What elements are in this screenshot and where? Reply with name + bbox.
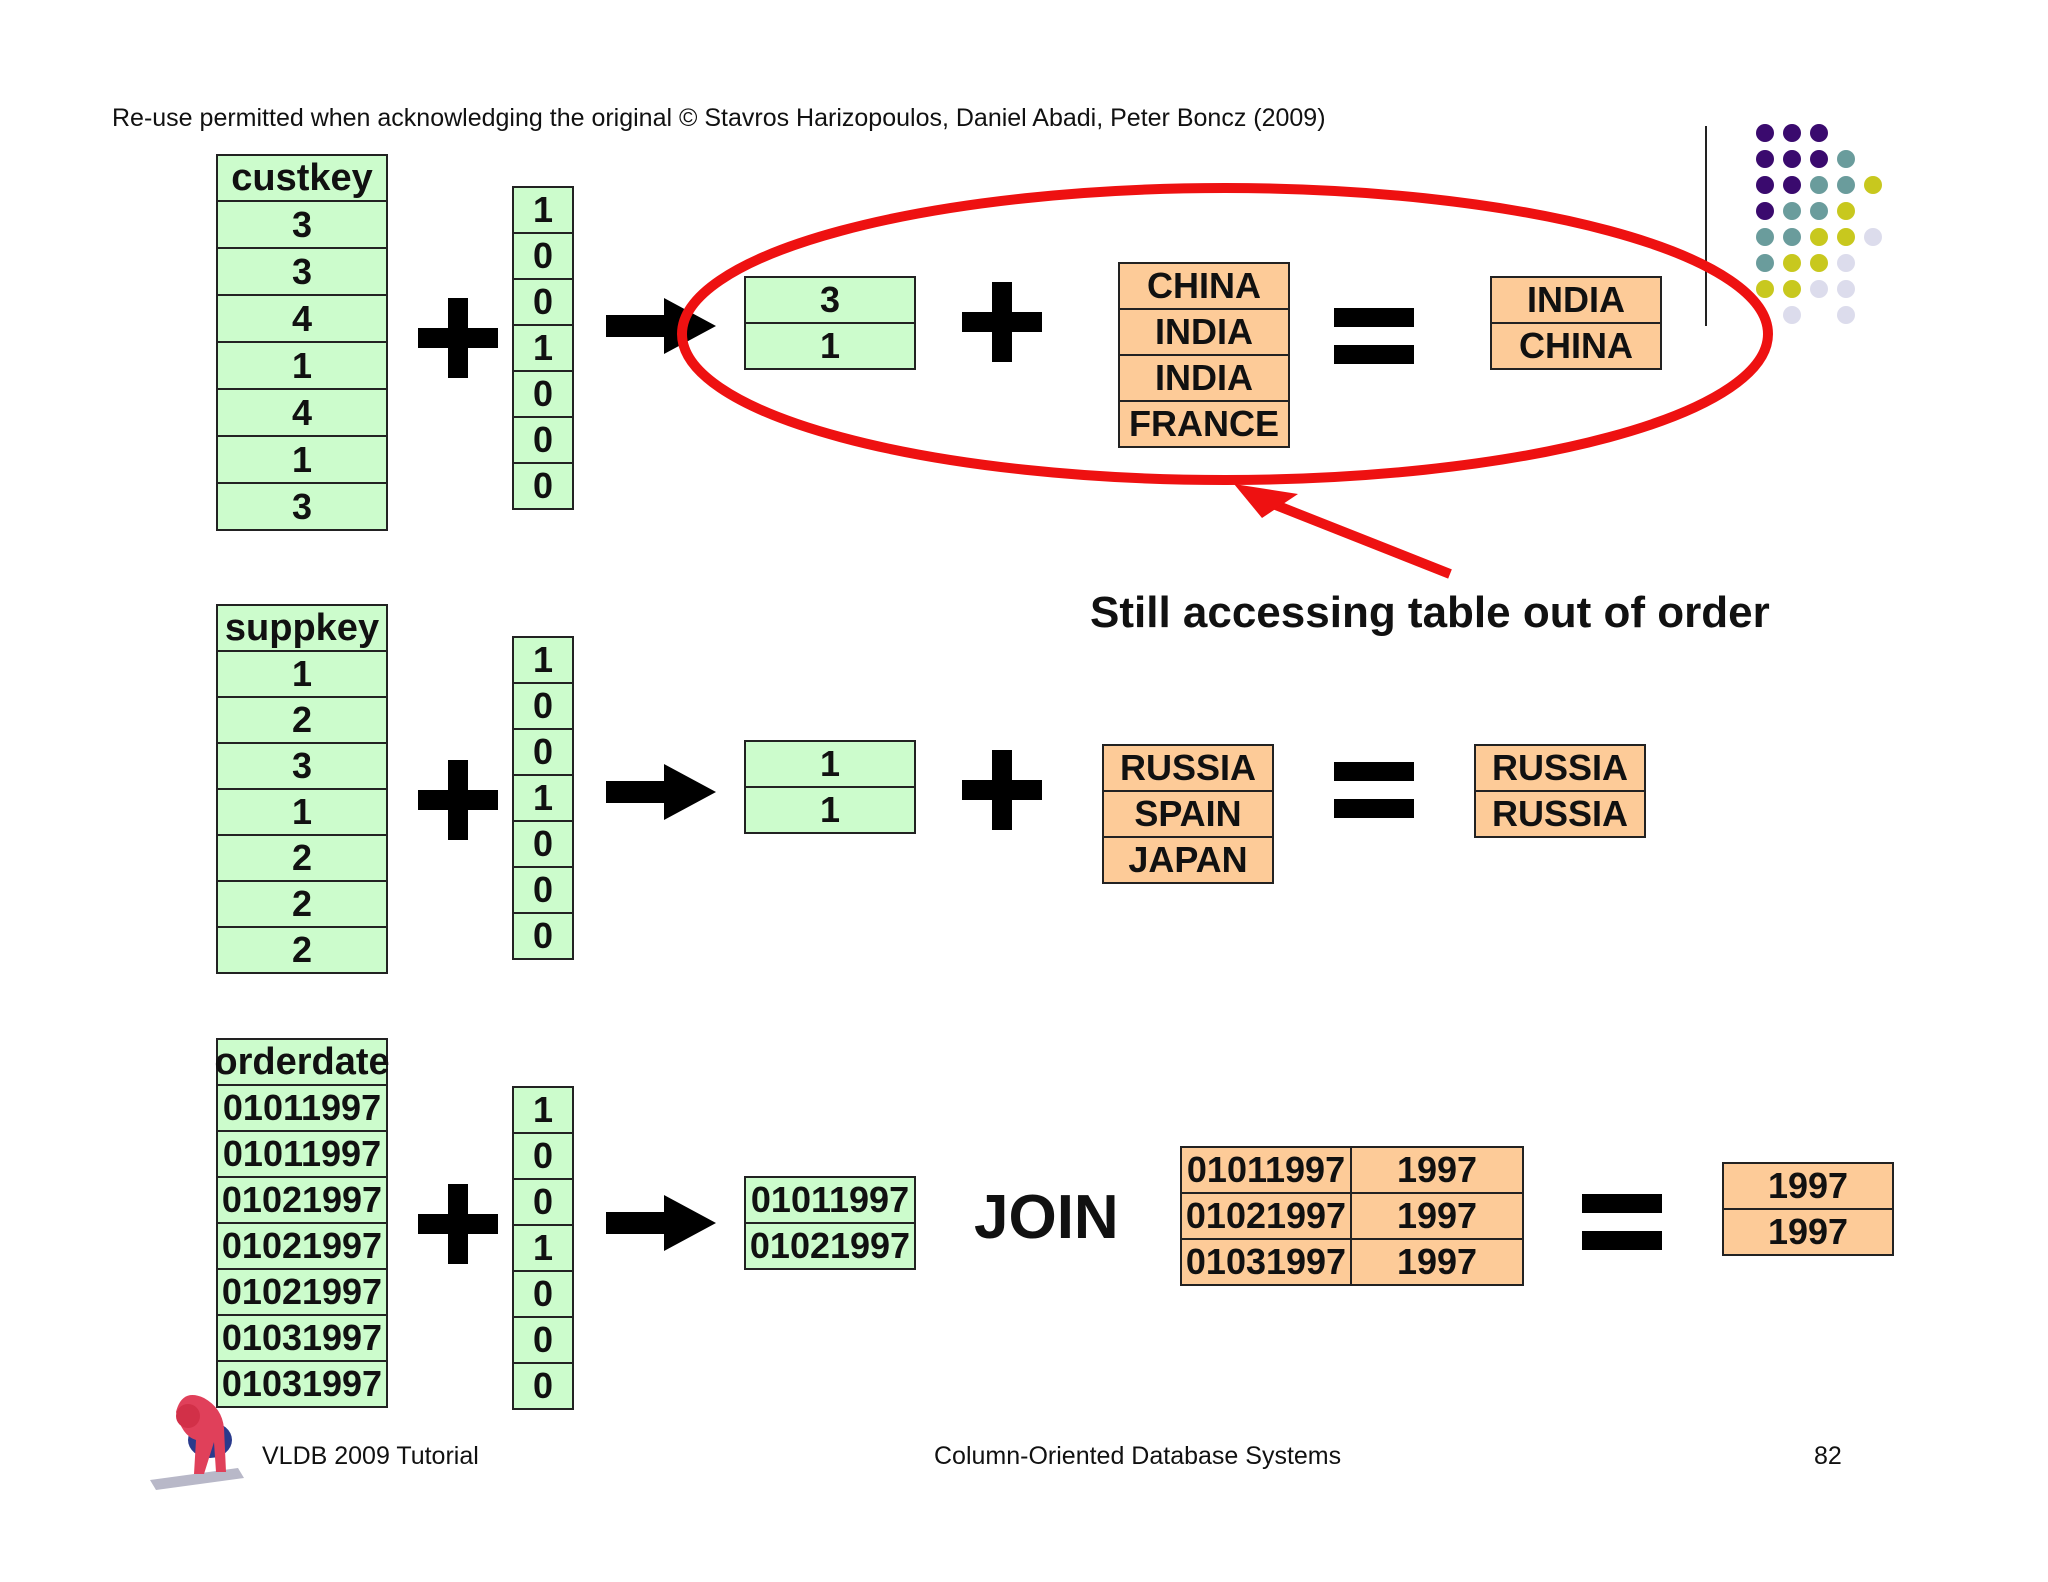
bitmap-column: 1 0 0 1 0 0 0	[512, 1086, 574, 1410]
lookup-cell: SPAIN	[1102, 790, 1274, 838]
column-cell: 2	[216, 880, 388, 928]
column-cell: 1	[216, 650, 388, 698]
equals-icon	[1334, 762, 1414, 818]
column-cell: 2	[216, 696, 388, 744]
custkey-column: custkey 3 3 4 1 4 1 3	[216, 154, 388, 531]
bitmap-cell: 0	[512, 1316, 574, 1364]
bitmap-cell: 0	[512, 1270, 574, 1318]
plus-icon	[962, 750, 1042, 830]
annotation-text: Still accessing table out of order	[1090, 588, 1770, 637]
lookup-cell: INDIA	[1118, 308, 1290, 356]
lookup-cell: JAPAN	[1102, 836, 1274, 884]
selected-values-column: 1 1	[744, 740, 916, 834]
page-number: 82	[1814, 1442, 1842, 1470]
bitmap-cell: 1	[512, 636, 574, 684]
bitmap-cell: 0	[512, 820, 574, 868]
column-cell: 1	[216, 341, 388, 390]
lookup-cell: FRANCE	[1118, 400, 1290, 448]
bitmap-cell: 0	[512, 912, 574, 960]
join-label: JOIN	[974, 1183, 1119, 1252]
lookup-value-cell: 1997	[1350, 1192, 1524, 1240]
bitmap-cell: 0	[512, 462, 574, 510]
column-cell: 01021997	[216, 1222, 388, 1270]
column-header: orderdate	[214, 1038, 390, 1086]
lookup-value-cell: 1997	[1350, 1238, 1524, 1286]
column-cell: 01021997	[216, 1176, 388, 1224]
lookup-column: RUSSIA SPAIN JAPAN	[1102, 744, 1274, 884]
column-header: custkey	[216, 154, 388, 202]
selected-cell: 1	[744, 786, 916, 834]
orderdate-column: orderdate 01011997 01011997 01021997 010…	[214, 1038, 390, 1408]
bitmap-cell: 0	[512, 232, 574, 280]
column-cell: 1	[216, 788, 388, 836]
bitmap-cell: 0	[512, 866, 574, 914]
plus-icon	[418, 298, 498, 378]
bitmap-column: 1 0 0 1 0 0 0	[512, 636, 574, 960]
column-cell: 01031997	[216, 1314, 388, 1362]
bitmap-cell: 1	[512, 1086, 574, 1134]
equals-icon	[1582, 1194, 1662, 1250]
selected-cell: 01021997	[744, 1222, 916, 1270]
selected-cell: 3	[744, 276, 916, 324]
bitmap-cell: 1	[512, 774, 574, 822]
result-cell: 1997	[1722, 1208, 1894, 1256]
column-header: suppkey	[216, 604, 388, 652]
bitmap-cell: 0	[512, 1132, 574, 1180]
copyright-notice: Re-use permitted when acknowledging the …	[112, 104, 1326, 132]
column-cell: 1	[216, 435, 388, 484]
lookup-key-cell: 01031997	[1180, 1238, 1352, 1286]
result-cell: RUSSIA	[1474, 790, 1646, 838]
bitmap-cell: 0	[512, 682, 574, 730]
plus-icon	[418, 760, 498, 840]
column-cell: 3	[216, 200, 388, 249]
selected-cell: 1	[744, 322, 916, 370]
result-cell: 1997	[1722, 1162, 1894, 1210]
column-cell: 2	[216, 834, 388, 882]
lookup-column: CHINA INDIA INDIA FRANCE	[1118, 262, 1290, 448]
selected-values-column: 3 1	[744, 276, 916, 370]
lookup-cell: INDIA	[1118, 354, 1290, 402]
bitmap-cell: 0	[512, 1362, 574, 1410]
lookup-key-cell: 01021997	[1180, 1192, 1352, 1240]
bitmap-cell: 0	[512, 370, 574, 418]
footer-left: VLDB 2009 Tutorial	[262, 1442, 479, 1470]
result-column: RUSSIA RUSSIA	[1474, 744, 1646, 838]
bitmap-cell: 0	[512, 728, 574, 776]
lookup-key-cell: 01011997	[1180, 1146, 1352, 1194]
column-cell: 2	[216, 926, 388, 974]
selected-cell: 1	[744, 740, 916, 788]
result-column: INDIA CHINA	[1490, 276, 1662, 370]
column-cell: 4	[216, 294, 388, 343]
selected-values-column: 01011997 01021997	[744, 1176, 916, 1270]
result-cell: INDIA	[1490, 276, 1662, 324]
bitmap-cell: 1	[512, 324, 574, 372]
column-cell: 3	[216, 247, 388, 296]
column-cell: 01011997	[216, 1130, 388, 1178]
suppkey-column: suppkey 1 2 3 1 2 2 2	[216, 604, 388, 974]
plus-icon	[962, 282, 1042, 362]
bitmap-cell: 1	[512, 1224, 574, 1272]
plus-icon	[418, 1184, 498, 1264]
join-lookup-table: 01011997 1997 01021997 1997 01031997 199…	[1180, 1146, 1524, 1286]
column-cell: 4	[216, 388, 388, 437]
bitmap-cell: 0	[512, 416, 574, 464]
lookup-cell: RUSSIA	[1102, 744, 1274, 792]
bitmap-cell: 1	[512, 186, 574, 234]
selected-cell: 01011997	[744, 1176, 916, 1224]
bitmap-cell: 0	[512, 278, 574, 326]
column-cell: 01011997	[216, 1084, 388, 1132]
result-column: 1997 1997	[1722, 1162, 1894, 1256]
column-cell: 01021997	[216, 1268, 388, 1316]
footer-center: Column-Oriented Database Systems	[934, 1442, 1342, 1470]
lookup-cell: CHINA	[1118, 262, 1290, 310]
result-cell: RUSSIA	[1474, 744, 1646, 792]
result-cell: CHINA	[1490, 322, 1662, 370]
equals-icon	[1334, 308, 1414, 364]
column-cell: 3	[216, 742, 388, 790]
column-cell: 01031997	[216, 1360, 388, 1408]
column-cell: 3	[216, 482, 388, 531]
lookup-value-cell: 1997	[1350, 1146, 1524, 1194]
bitmap-column: 1 0 0 1 0 0 0	[512, 186, 574, 510]
bitmap-cell: 0	[512, 1178, 574, 1226]
